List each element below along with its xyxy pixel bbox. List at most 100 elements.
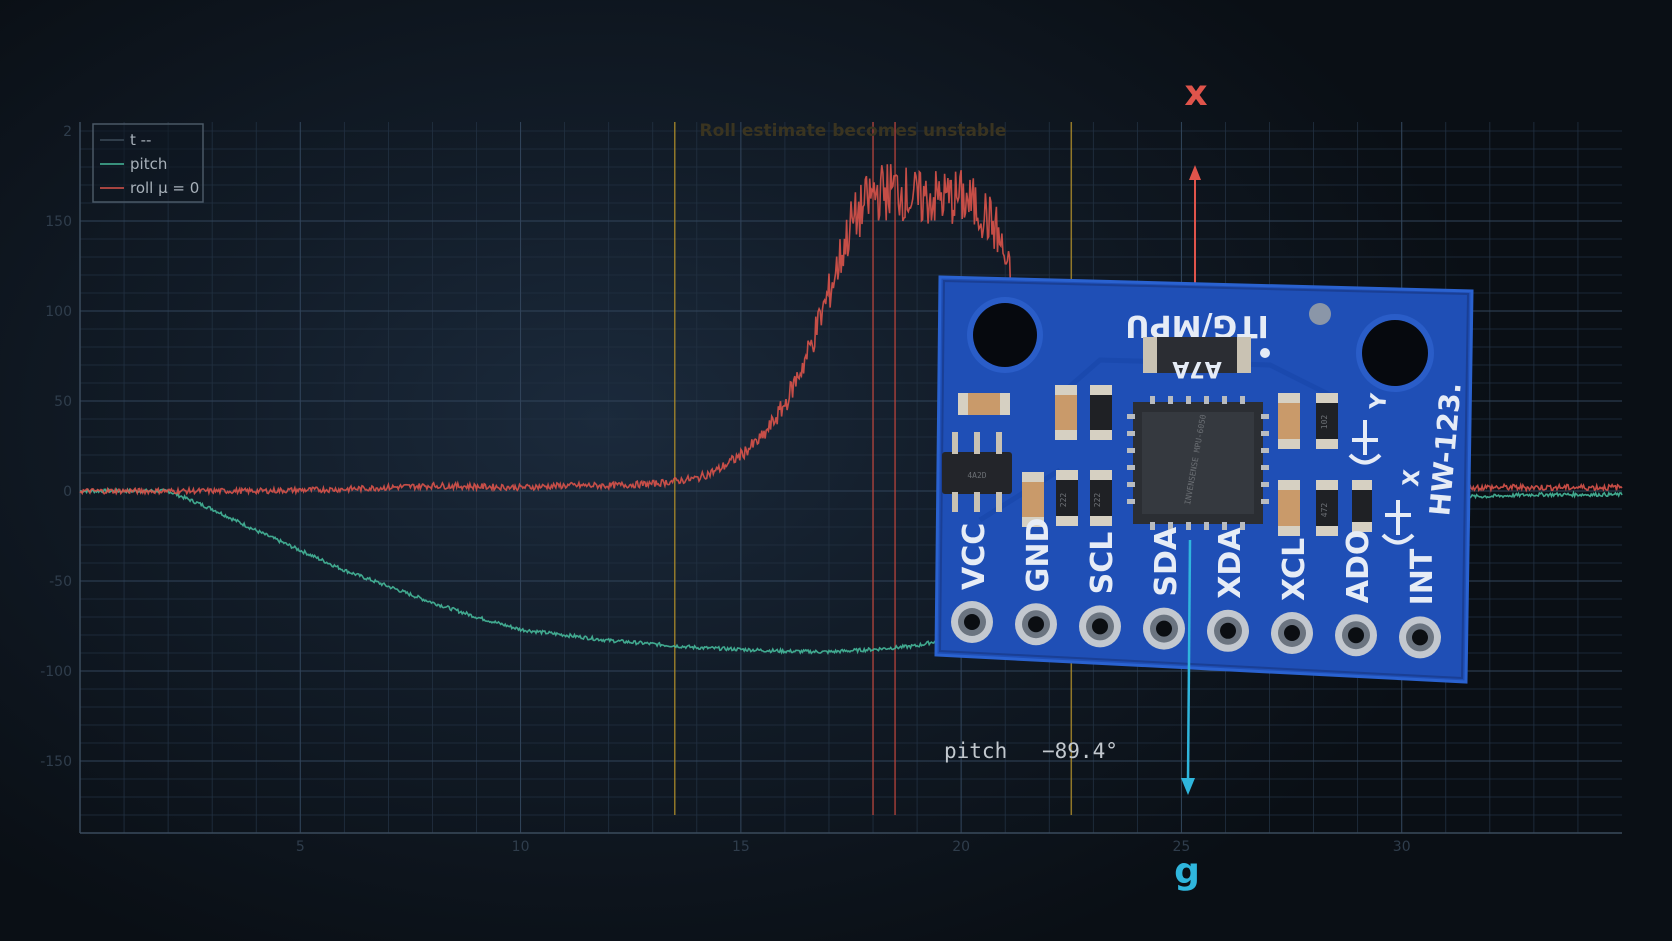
pin-label: XCL	[1277, 538, 1312, 601]
pcb-trace-2	[978, 467, 1062, 523]
y-tick-label: 50	[54, 394, 72, 410]
y-tick-label: 150	[45, 214, 72, 230]
ic-pin	[1261, 448, 1269, 453]
passive-pad	[1316, 439, 1338, 449]
legend-label: t --	[130, 131, 151, 149]
annotation-value: −89.4°	[1042, 739, 1118, 763]
ic-pin	[1240, 522, 1245, 530]
ic-pin	[1168, 396, 1173, 404]
passive-pad	[1056, 516, 1078, 526]
small-ic-pin	[952, 432, 958, 454]
passive-pad	[1278, 393, 1300, 403]
ic-pin	[1261, 482, 1269, 487]
passive-pad	[1055, 385, 1077, 395]
legend-label: roll μ = 0	[130, 179, 199, 197]
mount-hole-left	[973, 303, 1037, 367]
pin-label: ADO	[1341, 530, 1376, 604]
gravity-arrow-head	[1181, 778, 1195, 795]
y-tick-label-top: 2	[63, 124, 72, 140]
pin-label: XDA	[1213, 527, 1248, 599]
passive-body	[1055, 385, 1077, 440]
ic-pin	[1150, 522, 1155, 530]
ic-pin	[1127, 482, 1135, 487]
ic-pin	[1186, 396, 1191, 404]
y-tick-label: -100	[40, 664, 72, 680]
ic-pin	[1127, 431, 1135, 436]
passive-pad	[1090, 385, 1112, 395]
x-axis-letter: x	[1184, 73, 1207, 114]
chart-axes	[79, 122, 1622, 834]
ic-pin	[1261, 465, 1269, 470]
x-tick-label: 30	[1393, 839, 1411, 855]
passive-body	[1278, 393, 1300, 449]
ic-pin	[1127, 499, 1135, 504]
board-anchor-y	[1348, 420, 1382, 465]
fiducial-dot	[1309, 303, 1331, 325]
ic-pin	[1261, 414, 1269, 419]
y-tick-label: 100	[45, 304, 72, 320]
board-axis-glyphs: Y X	[1348, 391, 1425, 545]
board-anchor-x	[1381, 500, 1415, 545]
x-tick-label: 10	[512, 839, 530, 855]
pin-hole	[1156, 620, 1172, 637]
small-ic-pin	[974, 492, 980, 512]
resistor-marking-2: 222	[1093, 493, 1102, 508]
pin-hole	[1028, 616, 1044, 633]
small-ic-pin	[952, 492, 958, 512]
small-ic-pin	[996, 492, 1002, 512]
passive-pad	[1090, 470, 1112, 480]
ic-pin	[1127, 465, 1135, 470]
ic-pin	[1150, 396, 1155, 404]
pin1-dot	[1260, 348, 1270, 358]
passive-body	[958, 393, 1010, 415]
main-ic-top	[1142, 412, 1254, 514]
y-tick-label: -50	[49, 574, 72, 590]
ic-pin	[1127, 414, 1135, 419]
passive-body	[1316, 393, 1338, 449]
passive-pad	[1278, 480, 1300, 490]
passive-body	[1090, 470, 1112, 526]
mount-hole-right	[1362, 320, 1428, 386]
ic-pin	[1240, 396, 1245, 404]
sensor-board: ITG/MPU A7A INVENSENSE MPU-6050 4A2D 222…	[934, 275, 1474, 684]
passive-pad	[1090, 516, 1112, 526]
regulator-pad-left	[1143, 337, 1157, 373]
ic-pin	[1204, 522, 1209, 530]
passive-body	[1278, 480, 1300, 536]
passive-pad	[1056, 470, 1078, 480]
chart-title: Roll estimate becomes unstable	[700, 121, 1007, 141]
pin-hole	[1284, 625, 1300, 641]
regulator-pad-right	[1237, 337, 1251, 373]
x-tick-label: 5	[296, 839, 305, 855]
passive-pad	[1352, 480, 1372, 490]
ic-pin	[1168, 522, 1173, 530]
regulator-marking: A7A	[1172, 356, 1221, 381]
passive-pad	[1055, 430, 1077, 440]
x-axis-arrow-head	[1189, 165, 1201, 180]
resistor-marking-3: 102	[1320, 415, 1329, 430]
passive-body	[1090, 385, 1112, 440]
main-ic: INVENSENSE MPU-6050	[1127, 396, 1269, 530]
pin-label: VCC	[957, 523, 992, 590]
y-tick-label: -150	[40, 754, 72, 770]
legend-frame	[92, 123, 204, 203]
passive-body	[1022, 472, 1044, 527]
passive-pad	[1352, 522, 1372, 532]
ic-pin	[1186, 522, 1191, 530]
pin-hole	[1092, 618, 1108, 635]
passive-pad	[1316, 480, 1338, 490]
annotation-label: pitch	[944, 739, 1007, 763]
passive-pad	[1278, 439, 1300, 449]
pin-label: SCL	[1085, 532, 1120, 595]
passive-body	[1056, 470, 1078, 526]
ic-pin	[1222, 396, 1227, 404]
passive-pad	[1278, 526, 1300, 536]
board-axis-x-label: X	[1399, 468, 1425, 487]
axis-arrows: x	[1184, 73, 1208, 318]
pin-hole	[964, 614, 980, 630]
passive-body	[1352, 480, 1372, 532]
